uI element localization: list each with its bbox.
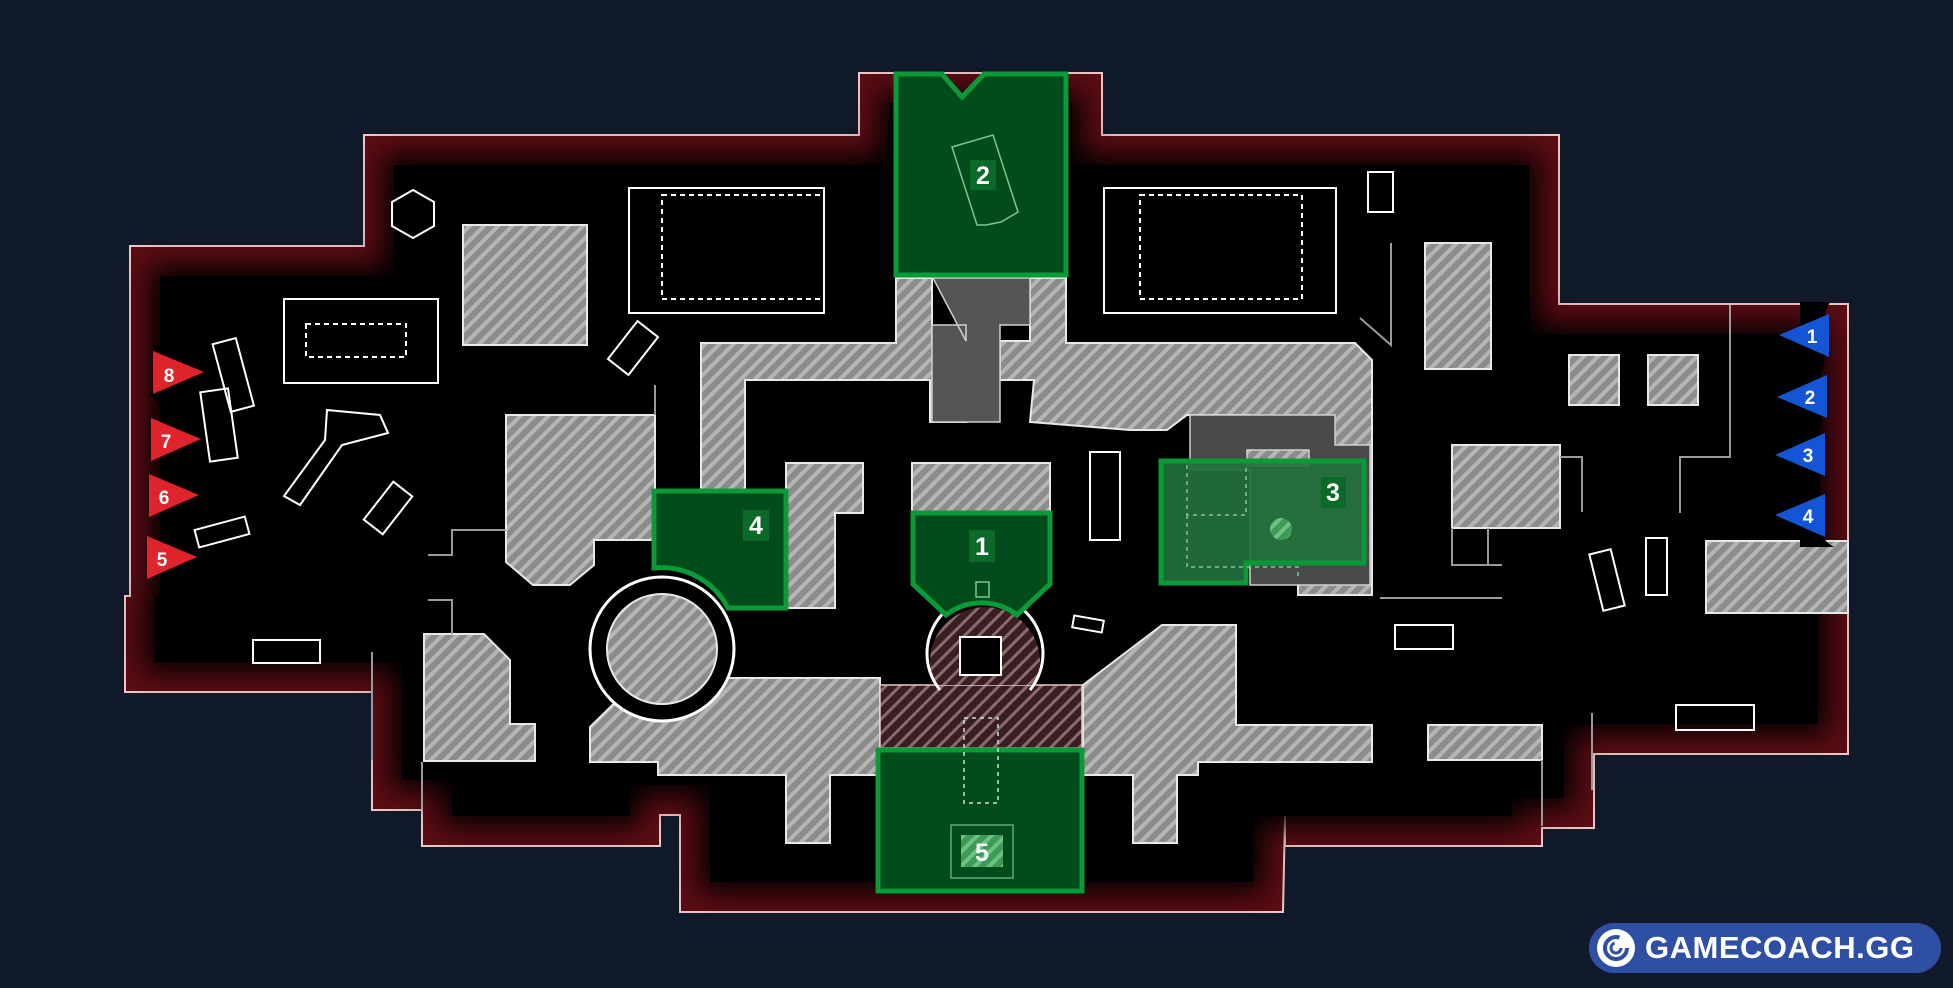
objective-5-badge bbox=[961, 835, 1003, 867]
obstacle-block bbox=[1427, 724, 1543, 761]
spawn-backdrop bbox=[148, 345, 180, 575]
dashed-outline bbox=[963, 717, 999, 804]
contested-zone bbox=[879, 593, 1083, 749]
table-inner bbox=[305, 323, 407, 358]
defender-spawn-1[interactable]: 1 bbox=[1779, 314, 1829, 357]
objective-4-label: 4 bbox=[749, 512, 763, 540]
crate-prop bbox=[1394, 624, 1454, 650]
spawn-label: 3 bbox=[1803, 446, 1814, 467]
objective-2-prop bbox=[951, 134, 1019, 226]
wall-line bbox=[1560, 456, 1583, 512]
attacker-spawn-6[interactable]: 6 bbox=[149, 474, 199, 517]
wall-line bbox=[1451, 528, 1502, 566]
objective-3-badge bbox=[1321, 477, 1346, 508]
crate-prop bbox=[252, 639, 321, 664]
spawn-backdrop bbox=[1800, 302, 1835, 547]
obstacle-block bbox=[423, 633, 536, 762]
crate-prop bbox=[1645, 537, 1668, 596]
obstacle-block bbox=[462, 224, 588, 346]
crate-prop bbox=[199, 387, 239, 463]
obstacle-block bbox=[1082, 624, 1373, 844]
objective-3-marker bbox=[1270, 518, 1292, 540]
obstacle-block bbox=[505, 414, 656, 586]
hexagon-prop bbox=[391, 188, 435, 240]
objective-4[interactable]: 4 bbox=[651, 488, 789, 611]
wall-line bbox=[428, 599, 453, 634]
objective-3[interactable]: 3 bbox=[1158, 458, 1367, 586]
crate-prop bbox=[1089, 451, 1121, 541]
objective-5-zone[interactable] bbox=[875, 747, 1085, 894]
l-shaped-prop bbox=[282, 408, 390, 507]
spawn-label: 4 bbox=[1803, 507, 1814, 528]
objective-2-badge bbox=[970, 160, 996, 190]
crate-prop bbox=[193, 515, 251, 549]
thin-walls bbox=[371, 243, 1731, 826]
spawn-label: 2 bbox=[1805, 388, 1816, 409]
gamecoach-g-icon bbox=[1597, 929, 1635, 967]
objective-1-label: 1 bbox=[975, 533, 989, 561]
objective-4-badge bbox=[743, 510, 769, 541]
spawn-label: 7 bbox=[161, 432, 172, 453]
defender-spawn-2[interactable]: 2 bbox=[1777, 375, 1827, 418]
wall-line bbox=[428, 529, 506, 556]
obstacle-block bbox=[1568, 354, 1620, 406]
objective-5[interactable]: 5 bbox=[875, 717, 1085, 894]
obstacle-block bbox=[1647, 354, 1699, 406]
defender-spawns: 1 2 3 4 bbox=[1775, 302, 1835, 547]
spawn-label: 1 bbox=[1807, 327, 1818, 348]
crate-prop bbox=[1367, 171, 1394, 213]
corridor bbox=[931, 277, 1031, 423]
crate-prop bbox=[362, 480, 414, 536]
crate-prop bbox=[1675, 704, 1755, 731]
objective-1-zone[interactable] bbox=[910, 510, 1053, 619]
obstacle-block bbox=[1451, 444, 1561, 529]
obstacle-block bbox=[1424, 242, 1492, 370]
objective-3-label: 3 bbox=[1326, 479, 1340, 507]
objective-1-badge bbox=[969, 530, 995, 562]
table-prop bbox=[283, 298, 439, 384]
platform-inner bbox=[661, 194, 825, 300]
crate-prop bbox=[606, 319, 660, 377]
arch-box bbox=[959, 636, 1002, 676]
outline-structures bbox=[193, 171, 1755, 731]
small-box bbox=[1071, 614, 1105, 634]
round-pillar bbox=[606, 593, 718, 705]
objective-2[interactable]: 2 bbox=[893, 71, 1069, 278]
wall-line bbox=[1679, 305, 1731, 513]
objectives: 2 1 4 3 5 bbox=[651, 71, 1367, 894]
objective-1[interactable]: 1 bbox=[910, 510, 1053, 619]
objective-5-frame bbox=[950, 824, 1014, 879]
spawn-label: 6 bbox=[159, 488, 170, 509]
obstacle-block bbox=[911, 462, 1051, 516]
objective-5-label: 5 bbox=[975, 839, 989, 867]
crate-prop bbox=[1588, 547, 1626, 613]
defender-spawn-4[interactable]: 4 bbox=[1775, 494, 1825, 537]
spawn-label: 8 bbox=[164, 366, 175, 387]
small-box bbox=[975, 581, 990, 598]
contested-zone-floor bbox=[879, 684, 1083, 749]
attacker-spawn-8[interactable]: 8 bbox=[153, 351, 204, 394]
platform bbox=[1103, 187, 1337, 314]
wall-line bbox=[1359, 243, 1392, 348]
dashed-line bbox=[1186, 465, 1299, 578]
attacker-spawns: 8 7 6 5 bbox=[147, 345, 204, 579]
spawn-label: 5 bbox=[157, 550, 168, 571]
obstacle-block bbox=[1705, 540, 1849, 614]
gamecoach-brand-badge[interactable]: GAMECOACH.GG bbox=[1589, 923, 1941, 973]
defender-spawn-3[interactable]: 3 bbox=[1775, 433, 1825, 476]
platform-inner bbox=[1139, 194, 1303, 300]
brand-text: GAMECOACH.GG bbox=[1645, 930, 1915, 965]
objective-2-label: 2 bbox=[976, 162, 990, 190]
attacker-spawn-5[interactable]: 5 bbox=[147, 536, 197, 579]
attacker-spawn-7[interactable]: 7 bbox=[151, 418, 201, 461]
crate-prop bbox=[211, 336, 256, 414]
objective-3-zone[interactable] bbox=[1158, 458, 1367, 586]
